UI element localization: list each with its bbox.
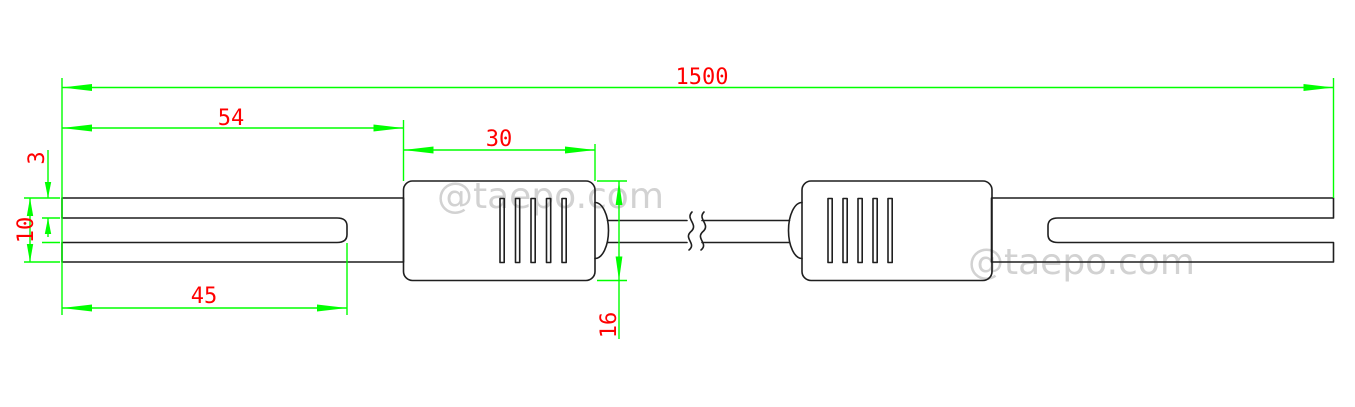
dim-overall-length: 1500	[676, 65, 729, 90]
dim-plug-height: 10	[14, 217, 39, 244]
dim-end-section-length: 54	[218, 106, 245, 131]
dim-boot-length: 30	[486, 127, 513, 152]
dimension-layer: 1500 54 30 45 3 10 16	[14, 65, 1335, 339]
dim-slot-length: 45	[191, 284, 218, 309]
dimension-arrowheads	[26, 84, 1334, 312]
dim-boot-height: 16	[597, 312, 622, 339]
dim-prong-thickness: 3	[25, 151, 50, 164]
